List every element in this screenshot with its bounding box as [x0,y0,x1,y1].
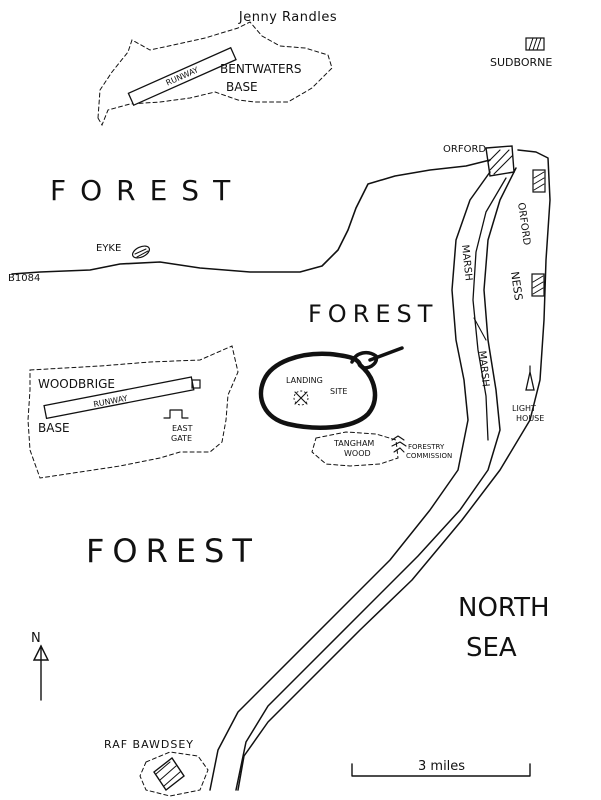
bentwaters-base-label: BASE [226,80,258,94]
landing-site-cross-icon [293,390,309,406]
scale-bar [351,763,531,777]
woodbridge-label: WOODBRIGE [38,377,115,391]
east-gate-marker [163,409,189,419]
orford-ness-building-icon [532,169,546,193]
marsh-label-north: MARSH [459,244,474,281]
forest-north-boundary [11,159,491,275]
raf-bawdsey-label: RAF BAWDSEY [104,738,194,751]
forestry-commission-icon [391,435,407,453]
woodbridge-base-label: BASE [38,421,70,435]
north-sea-label-1: NORTH [458,593,550,623]
scale-label: 3 miles [418,759,465,774]
orford-label: ORFORD [443,144,486,155]
north-sea-label-2: SEA [466,633,517,663]
tangham-wood-boundary [311,431,399,467]
raf-bawdsey-boundary [139,751,209,797]
woodbridge-control-building [191,379,201,389]
marsh-divider [473,317,487,341]
bentwaters-base-boundary [97,21,333,127]
landing-site-circle [258,351,378,430]
east-gate-label-2: GATE [171,434,192,443]
orford-ness-building-icon-2 [531,273,545,297]
marsh-label-south: MARSH [476,350,491,387]
author-heading: Jenny Randles [238,10,337,25]
eyke-village-icon [131,245,151,259]
marsh-inner-bank [472,177,507,441]
north-arrow-label: N [31,631,41,646]
tangham-label-2: WOOD [344,449,371,458]
orford-ness-vertical-label: ORFORD [515,202,532,246]
forestry-label-2: COMMISSION [406,452,452,460]
orford-ness-coastline [237,149,551,791]
east-gate-label-1: EAST [172,424,193,433]
forest-center-label: FOREST [308,300,438,328]
forestry-label-1: FORESTRY [408,443,445,451]
forest-north-label: FOREST [50,174,244,207]
river-east-bank [235,167,517,791]
bentwaters-runway [127,46,237,107]
landing-site-pointer [350,346,404,370]
landing-site-label-2: SITE [330,387,347,396]
tangham-label-1: TANGHAM [333,439,374,448]
raf-bawdsey-building-icon [153,756,185,792]
ness-vertical-label: NESS [508,271,525,302]
road-b1084-label: B1084 [8,273,40,284]
woodbridge-base-boundary [27,345,239,479]
eyke-label: EYKE [96,243,121,254]
forest-south-label: FOREST [86,532,260,570]
sudborne-label: SUDBORNE [490,56,552,69]
lighthouse-icon [525,365,535,391]
lighthouse-label-2: HOUSE [516,414,544,423]
landing-site-label-1: LANDING [286,376,323,385]
river-west-bank [209,171,491,791]
north-arrow-icon [32,644,50,701]
bentwaters-label: BENTWATERS [220,62,301,76]
lighthouse-label-1: LIGHT [512,404,536,413]
sudborne-building-icon [525,37,545,51]
